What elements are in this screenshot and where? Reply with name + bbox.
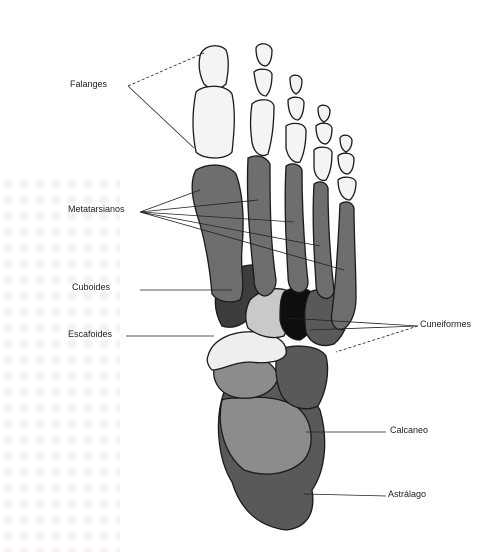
phalanx-2-proximal	[251, 100, 275, 156]
phalanx-1-distal	[199, 46, 228, 89]
phalanx-4-proximal	[314, 147, 332, 180]
label-cuboides: Cuboides	[72, 282, 110, 292]
phalanx-5-proximal	[338, 177, 356, 200]
metatarsal-3	[285, 164, 308, 293]
phalanx-2-distal	[256, 44, 272, 66]
phalanx-4-distal	[318, 105, 330, 122]
phalanx-3-proximal	[286, 123, 306, 162]
leader-astragalo	[304, 494, 386, 496]
label-cuneiformes: Cuneiformes	[420, 319, 471, 329]
phalanx-5-middle	[338, 153, 354, 174]
label-astragalo: Astrálago	[388, 489, 426, 499]
leader-falanges-1	[128, 52, 206, 86]
leader-falanges-2	[128, 86, 194, 148]
label-escafoides: Escafoides	[68, 329, 112, 339]
leader-cunei-3	[336, 326, 418, 352]
phalanx-3-distal	[290, 75, 302, 94]
phalanx-4-middle	[316, 123, 332, 144]
phalanx-1-proximal	[193, 86, 234, 158]
phalanx-2-middle	[254, 69, 272, 96]
metatarsal-4	[313, 182, 334, 299]
background-dot-pattern	[0, 180, 120, 552]
label-metatarsianos: Metatarsianos	[68, 204, 125, 214]
phalanx-3-middle	[288, 97, 304, 120]
label-falanges: Falanges	[70, 79, 107, 89]
metatarsal-5	[331, 202, 356, 330]
label-calcaneo: Calcaneo	[390, 425, 428, 435]
phalanx-5-distal	[340, 135, 352, 152]
metatarsal-1	[192, 165, 243, 302]
